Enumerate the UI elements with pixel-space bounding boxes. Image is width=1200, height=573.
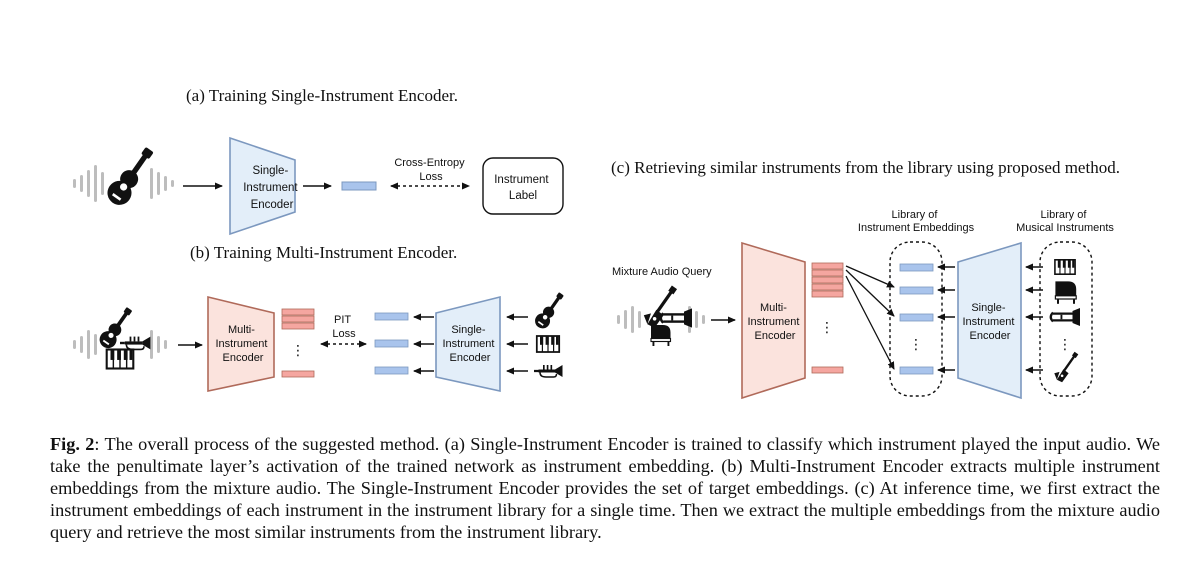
waveform-icon (73, 330, 167, 359)
piano-icon (105, 348, 135, 370)
library-embeddings-label: Library of (892, 209, 939, 221)
encoder-label: Multi- (760, 302, 787, 314)
piano-icon (1054, 259, 1076, 275)
ellipsis: ⋮ (909, 336, 923, 352)
encoder-label: Instrument (243, 182, 298, 194)
library-embeddings-box (889, 241, 943, 397)
trumpet-icon (533, 364, 564, 378)
encoder-label: Single- (451, 324, 486, 336)
library-embeddings-label: Instrument Embeddings (858, 222, 975, 234)
ellipsis: ⋮ (1058, 336, 1072, 352)
svg-text:Multi- Instrument Enco: Multi- Instrument Encoder (215, 324, 270, 364)
encoder-label: Encoder (970, 330, 1011, 342)
waveform-icon (73, 165, 174, 202)
retrieval-arrows (845, 265, 895, 370)
encoder-label: Instrument (962, 316, 1014, 328)
trumpet-icon (119, 335, 152, 351)
library-instruments-label: Musical Instruments (1016, 222, 1114, 234)
single-instrument-encoder (229, 136, 296, 236)
instrument-label-box (482, 157, 564, 215)
encoder-label: Encoder (223, 352, 264, 364)
caption-text: : The overall process of the suggested m… (50, 434, 1160, 542)
svg-text:Instrument Label: Instrument Label (494, 174, 552, 202)
ellipsis: ⋮ (820, 319, 834, 335)
svg-text:Cross-Entropy Loss: Cross-Entropy Loss (394, 157, 467, 183)
svg-text:Single- Instrument Enc: Single- Instrument Encoder (243, 165, 301, 211)
electric-guitar-icon (1054, 351, 1079, 383)
encoder-label: Multi- (228, 324, 255, 336)
encoder-label: Encoder (251, 199, 294, 211)
encoder-label: Single- (971, 302, 1006, 314)
single-instrument-encoder (435, 295, 501, 392)
svg-text:Single- Instrument Enc: Single- Instrument Encoder (442, 324, 497, 364)
svg-text:PIT Loss: PIT Loss (332, 314, 356, 340)
pit-loss-label: Loss (332, 328, 356, 340)
multi-instrument-encoder (207, 295, 275, 392)
panel-c-title: (c) Retrieving similar instruments from … (611, 158, 1120, 177)
embedding (341, 181, 377, 191)
cross-entropy-label: Loss (419, 171, 443, 183)
instrument-label-text: Label (509, 190, 537, 202)
figure-caption: Fig. 2: The overall process of the sugge… (50, 433, 1160, 543)
svg-text:Single- Instrument Enc: Single- Instrument Encoder (962, 302, 1017, 342)
pit-loss-label: PIT (334, 314, 351, 326)
panel-a-title: (a) Training Single-Instrument Encoder. (186, 86, 458, 105)
single-instrument-encoder (957, 241, 1022, 400)
guitar-icon (532, 289, 568, 332)
embedding (281, 370, 315, 378)
diagram: (a) Training Single-Instrument Encoder. … (73, 86, 1120, 400)
embedding (811, 366, 844, 374)
encoder-label: Instrument (442, 338, 494, 350)
encoder-label: Single- (252, 165, 288, 177)
grand-piano-icon (650, 324, 672, 347)
svg-text:Library of Instrument Embe: Library of Instrument Embeddings (858, 209, 975, 234)
figure-label: Fig. 2 (50, 434, 95, 454)
cross-entropy-label: Cross-Entropy (394, 157, 465, 169)
trombone-icon (1049, 306, 1082, 328)
instrument-label-text: Instrument (494, 174, 549, 186)
library-instruments-box (1039, 241, 1093, 397)
panel-b-title: (b) Training Multi-Instrument Encoder. (190, 243, 457, 262)
embedding-stack (811, 262, 844, 298)
embedding-stack (281, 308, 315, 330)
encoder-label: Encoder (450, 352, 491, 364)
library-embeddings (899, 263, 934, 375)
encoder-label: Encoder (755, 330, 796, 342)
encoder-label: Instrument (747, 316, 799, 328)
grand-piano-icon (1054, 280, 1077, 305)
ellipsis: ⋮ (291, 342, 305, 358)
library-instruments-label: Library of (1041, 209, 1088, 221)
piano-icon (535, 335, 561, 353)
multi-instrument-encoder (741, 241, 806, 400)
svg-text:Multi- Instrument Enco: Multi- Instrument Encoder (747, 302, 802, 342)
encoder-label: Instrument (215, 338, 267, 350)
svg-text:Library of Musical Instrum: Library of Musical Instruments (1016, 209, 1114, 234)
mixture-query-label: Mixture Audio Query (612, 266, 712, 278)
trombone-icon (659, 307, 694, 329)
target-embeddings (374, 312, 409, 375)
